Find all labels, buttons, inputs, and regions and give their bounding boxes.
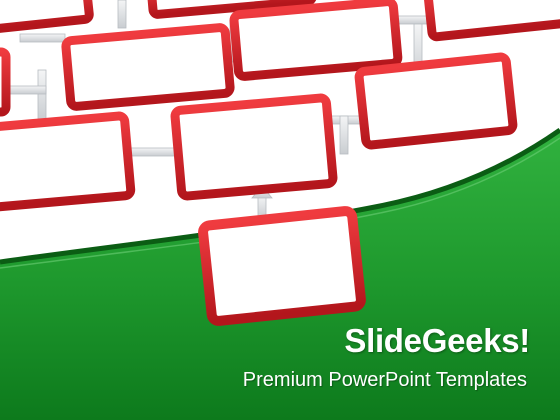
flowchart-box-icon — [146, 0, 317, 19]
flowchart-box-icon — [354, 52, 518, 150]
flowchart-box-icon — [423, 0, 560, 42]
brand-name: SlideGeeks! — [344, 322, 530, 359]
flowchart-box-icon — [229, 0, 403, 81]
flowchart-box-icon — [0, 111, 136, 213]
brand-tagline: Premium PowerPoint Templates — [242, 369, 527, 391]
flowchart-box-icon — [0, 0, 94, 34]
flowchart-box-icon — [0, 47, 11, 117]
flowchart-box-icon — [170, 93, 338, 201]
flowchart-boxes — [0, 0, 560, 213]
flowchart-box-icon — [61, 23, 235, 111]
flowchart-box-icon — [198, 206, 366, 326]
front-box — [198, 206, 366, 326]
